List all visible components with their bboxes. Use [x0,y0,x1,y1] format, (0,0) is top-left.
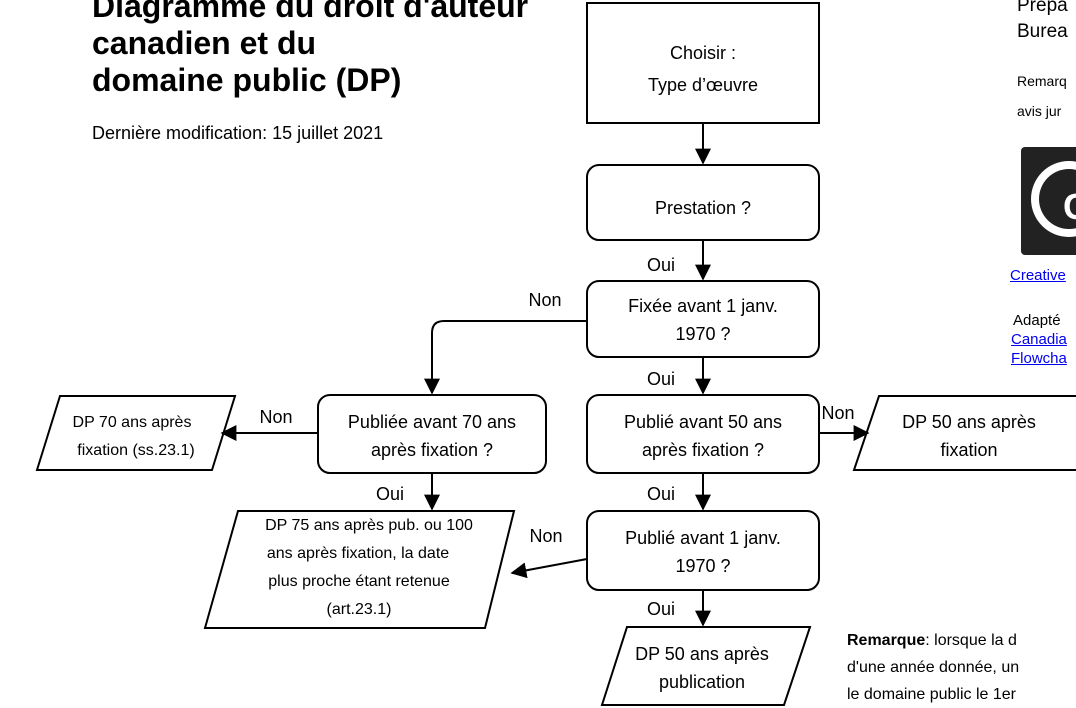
remark-line-1: Remarq [1017,73,1067,89]
dp70-label-1: DP 70 ans après [73,414,192,431]
footnote-line-1: : lorsque la d [925,632,1017,649]
creative-commons-link[interactable]: Creative [1010,267,1066,284]
node-start [586,2,820,124]
edge-label-non-3: Non [821,403,854,423]
flowchart-link[interactable]: Flowcha [1011,350,1067,367]
dp50fix-label-2: fixation [940,440,997,460]
creative-commons-link-wrap: Creative [1010,267,1066,285]
outcome-dp50-fixation [852,395,1076,471]
pub70-label-2: après fixation ? [371,440,493,460]
dp70-label-2: fixation (ss.23.1) [77,442,194,459]
start-label-1: Choisir : [670,43,736,63]
dp75-label-1: DP 75 ans après pub. ou 100 [265,517,473,534]
performance-label: Prestation ? [655,198,751,218]
pub1970-label-1: Publié avant 1 janv. [625,528,781,548]
footnote-remark: Remarque: lorsque la d d'une année donné… [847,627,1019,708]
node-published-before-70 [317,394,547,474]
pub1970-label-2: 1970 ? [675,556,730,576]
canadian-link[interactable]: Canadia [1011,331,1067,348]
node-fixed-before-1970 [586,280,820,358]
outcome-dp70 [35,395,237,471]
outcome-dp75 [203,510,516,629]
page-title: Diagramme du droit d'auteur canadien et … [92,0,529,98]
fixed-label-2: 1970 ? [675,324,730,344]
node-published-before-1970 [586,510,820,591]
edge-label-oui-3: Oui [376,484,404,504]
prepared-line-2: Burea [1017,21,1068,42]
pub50-label-1: Publié avant 50 ans [624,412,782,432]
prepared-by-note: Prépa Burea [1017,0,1068,45]
dp50fix-label-1: DP 50 ans après [902,412,1036,432]
edge-label-oui-2: Oui [647,369,675,389]
start-label-2: Type d’œuvre [648,75,758,95]
cc-circle-icon: C [1031,161,1076,237]
node-performance [586,164,820,241]
dp75-label-2: ans après fixation, la date [267,545,449,562]
node-published-before-50 [586,394,820,474]
footnote-line-2: d'une année donnée, un [847,659,1020,676]
dp75-label-4: (art.23.1) [327,601,392,618]
fixed-label-1: Fixée avant 1 janv. [628,296,778,316]
remark-line-2: avis jur [1017,103,1062,119]
edge-label-oui-4: Oui [647,484,675,504]
footnote-line-3: le domaine public le 1er [847,686,1016,703]
last-modified-date: Dernière modification: 15 juillet 2021 [92,123,384,143]
dp75-label-3: plus proche étant retenue [268,573,450,590]
creative-commons-logo: C [1021,147,1076,255]
edge-fixed-to-pub70 [424,320,587,395]
adapted-from-note: Adapté Canadia Flowcha [1011,311,1067,368]
outcome-dp50-publication [600,626,812,706]
adapted-label: Adapté [1013,312,1061,329]
edge-label-non-4: Non [529,526,562,546]
footnote-bold: Remarque [847,632,926,649]
edge-label-non-2: Non [259,407,292,427]
legal-remark: Remarq avis jur [1017,66,1067,126]
pub70-label-1: Publiée avant 70 ans [348,412,516,432]
dp50pub-label-2: publication [659,672,745,692]
edge-label-non-1: Non [528,290,561,310]
pub50-label-2: après fixation ? [642,440,764,460]
dp50pub-label-1: DP 50 ans après [635,644,769,664]
edge-label-oui-5: Oui [647,599,675,619]
edge-label-oui-1: Oui [647,255,675,275]
prepared-line-1: Prépa [1017,0,1068,16]
edge-pub1970-to-dp75 [510,558,588,579]
